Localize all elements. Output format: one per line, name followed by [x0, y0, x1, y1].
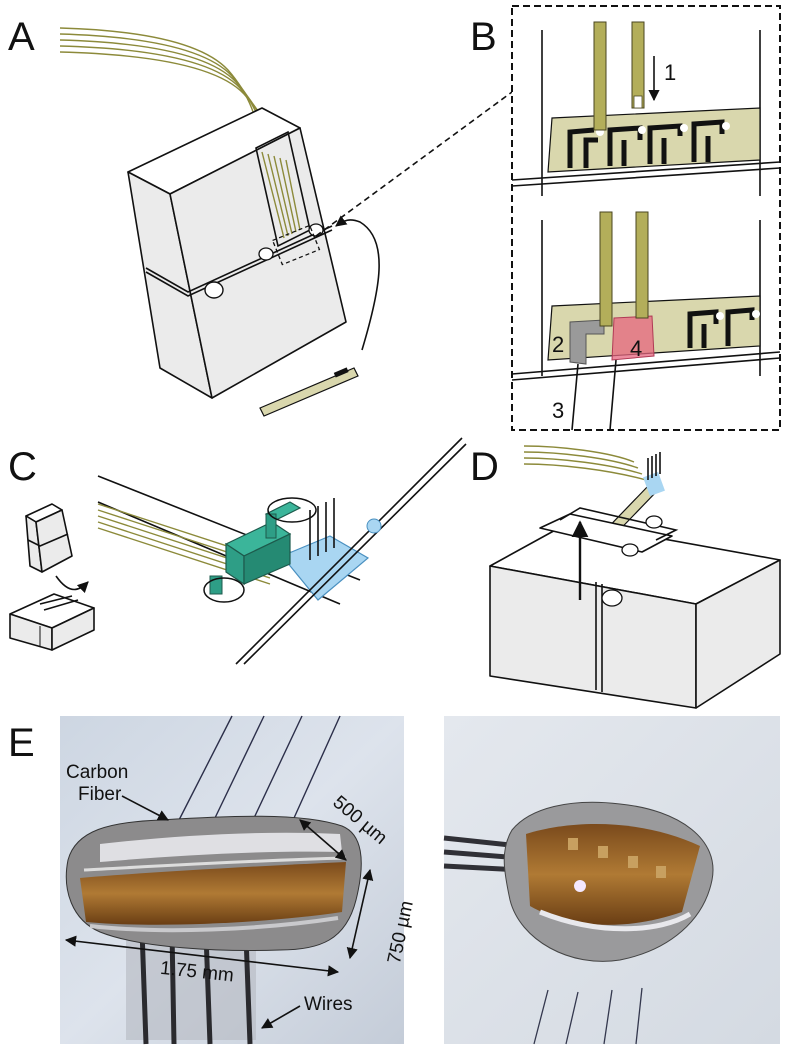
- panel-e-photo-left: [60, 715, 404, 1045]
- panel-d-block: [489, 507, 781, 709]
- panel-b-step-2: 2: [552, 332, 564, 357]
- panel-b-step-3: 3: [552, 398, 564, 423]
- panel-b: B 1: [470, 5, 781, 431]
- panel-a-block: [127, 107, 347, 399]
- panel-e-500-arrow: [299, 819, 347, 861]
- panel-b-top-probe-1: [593, 21, 607, 131]
- panel-b-gray-region: [569, 319, 605, 365]
- panel-e-wires-arrow: [261, 1005, 301, 1029]
- panel-c-mini-block-flat: [9, 593, 95, 651]
- panel-e-fiber-arrow: [121, 795, 169, 821]
- panel-e-175-arrow: [64, 935, 340, 977]
- panel-b-top: 1: [511, 21, 781, 196]
- panel-c: C: [8, 437, 467, 665]
- panel-e-750-arrow: [346, 868, 374, 960]
- panel-d-letter: D: [470, 445, 499, 489]
- panel-b-bottom: 2 4 3: [511, 211, 781, 431]
- panel-c-mini-arrow: [55, 575, 89, 594]
- panel-e-letter: E: [8, 721, 35, 765]
- panel-b-step-1: 1: [664, 60, 676, 85]
- panel-e-carbon-label: Carbon: [66, 762, 128, 783]
- panel-b-bottom-probe-1: [599, 211, 613, 327]
- panel-b-letter: B: [470, 15, 497, 59]
- panel-e-photo-right: [443, 716, 780, 1045]
- panel-a-probe: [259, 367, 359, 417]
- panel-e-fiber-label: Fiber: [78, 784, 122, 805]
- panel-b-step-4: 4: [630, 336, 642, 361]
- panel-e: E Carbon Fiber 500 µm 750 µm 1.75 mm Wir…: [8, 715, 780, 1045]
- panel-a-insert-arrow: [335, 215, 380, 351]
- panel-a-leader: [315, 91, 513, 237]
- panel-b-top-probe-2: [631, 21, 645, 109]
- panel-e-wires-label: Wires: [304, 994, 353, 1015]
- panel-c-mini-block-tall: [25, 503, 73, 573]
- panel-a: A: [8, 15, 513, 417]
- panel-d: D: [470, 445, 781, 709]
- panel-a-letter: A: [8, 15, 35, 59]
- panel-b-bottom-probe-2: [635, 211, 649, 319]
- panel-c-clamp-assembly: [97, 437, 467, 665]
- panel-c-blue-plate: [281, 535, 370, 601]
- panel-c-letter: C: [8, 445, 37, 489]
